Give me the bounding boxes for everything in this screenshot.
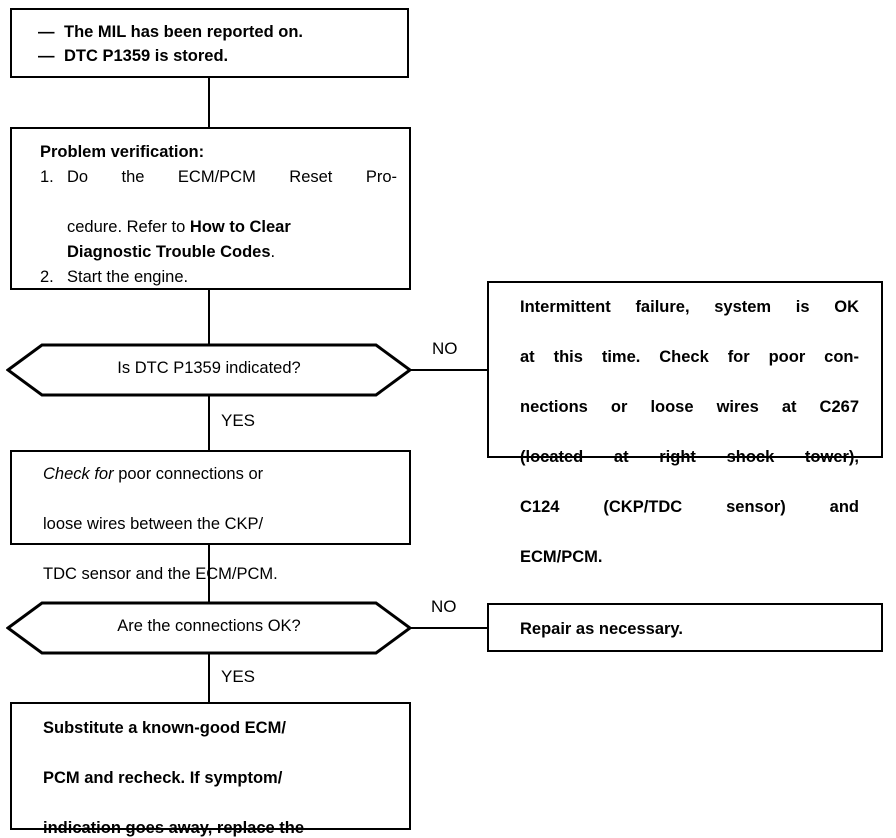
intermittent-line-5: C124 (CKP/TDC sensor) and [520, 498, 859, 516]
step-2-line-1: Start the engine. [67, 268, 189, 286]
symptom-line-2-text: DTC P1359 is stored. [64, 47, 229, 65]
decision-connections-label: Are the connections OK? [117, 617, 301, 635]
verification-step-1: 1. Do the ECM/PCM Reset Pro- cedure. Ref… [40, 165, 397, 265]
step-1-line-3-period: . [270, 243, 276, 261]
connector-decision-1-no [410, 369, 488, 371]
edge-label-no-2: NO [431, 597, 457, 616]
decision-dtc-indicated: Is DTC P1359 indicated? [6, 342, 412, 398]
intermittent-line-2: at this time. Check for poor con- [520, 348, 859, 366]
check-line-1-rest: poor connections or [113, 465, 264, 483]
substitute-line-3: indication goes away, replace the [43, 819, 305, 837]
intermittent-line-4: (located at right shock tower), [520, 448, 859, 466]
connector-decision-2-yes [208, 654, 210, 702]
symptom-line-1: — The MIL has been reported on. [38, 20, 407, 44]
intermittent-failure-box: Intermittent failure, system is OK at th… [487, 281, 883, 566]
connector-symptom-to-verification [208, 78, 210, 127]
problem-verification-box: Problem verification: 1. Do the ECM/PCM … [10, 127, 411, 290]
edge-label-yes-1: YES [221, 411, 256, 430]
check-connections-box: Check for poor connections or loose wire… [10, 450, 411, 583]
intermittent-line-6: ECM/PCM. [520, 548, 603, 566]
check-line-2: loose wires between the CKP/ [43, 515, 264, 533]
connector-decision-1-yes [208, 396, 210, 451]
symptom-box: — The MIL has been reported on. — DTC P135… [10, 8, 409, 78]
connector-decision-2-no [410, 627, 488, 629]
intermittent-line-3: nections or loose wires at C267 [520, 398, 859, 416]
intermittent-line-1: Intermittent failure, system is OK [520, 298, 859, 316]
step-1-link-part-1: How to Clear [189, 218, 291, 236]
edge-label-yes-2: YES [221, 667, 256, 686]
dash-bullet-icon: — [38, 23, 55, 41]
symptom-line-1-text: The MIL has been reported on. [64, 23, 303, 41]
decision-connections-ok: Are the connections OK? [6, 600, 412, 656]
step-1-line-2a: cedure. Refer to [67, 218, 190, 236]
step-1-number: 1. [40, 168, 54, 186]
step-1-link-part-2: Diagnostic Trouble Codes [67, 243, 271, 261]
edge-label-no-1: NO [432, 339, 458, 358]
verification-step-2: 2. Start the engine. [40, 265, 397, 290]
check-line-1-italic: Check for [43, 465, 114, 483]
connector-verification-to-decision-1 [208, 290, 210, 345]
check-line-1: Check for poor connections or [43, 462, 391, 512]
problem-verification-heading: Problem verification: [40, 143, 205, 161]
step-2-number: 2. [40, 268, 54, 286]
substitute-line-2: PCM and recheck. If symptom/ [43, 769, 283, 787]
repair-box: Repair as necessary. [487, 603, 883, 652]
repair-text: Repair as necessary. [520, 620, 683, 638]
connector-check-to-decision-2 [208, 545, 210, 603]
substitute-line-1: Substitute a known-good ECM/ [43, 719, 286, 737]
decision-dtc-label: Is DTC P1359 indicated? [117, 359, 301, 377]
dash-bullet-icon: — [38, 47, 55, 65]
step-1-line-1: Do the ECM/PCM Reset Pro- [67, 168, 397, 186]
substitute-ecm-box: Substitute a known-good ECM/ PCM and rec… [10, 702, 411, 837]
symptom-line-2: — DTC P1359 is stored. [38, 44, 407, 68]
check-line-3: TDC sensor and the ECM/PCM. [43, 565, 278, 583]
